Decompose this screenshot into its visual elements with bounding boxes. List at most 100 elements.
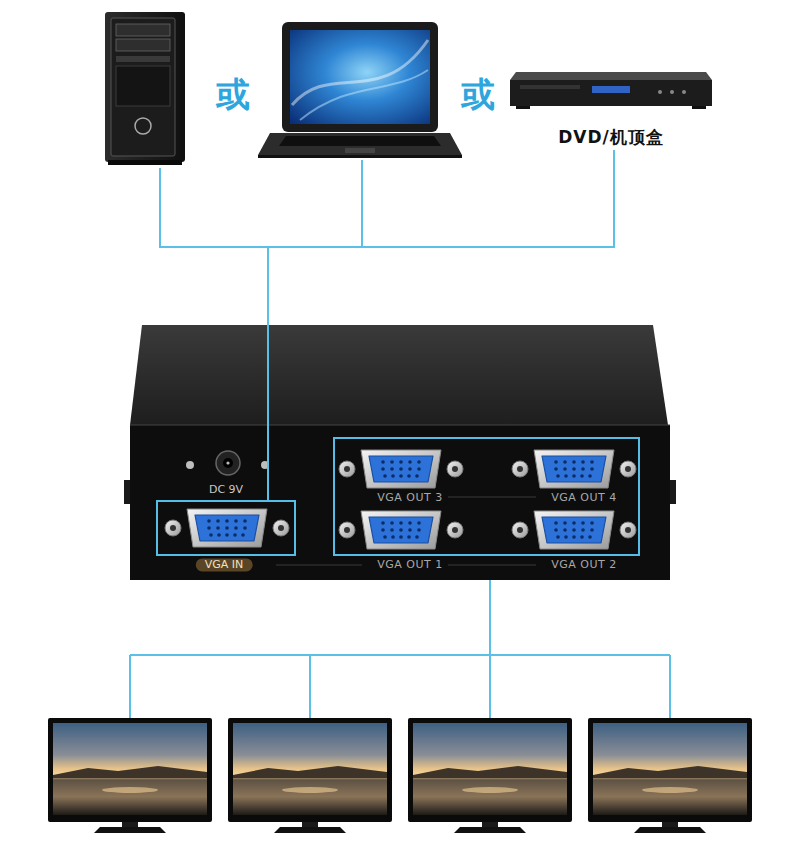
pc-drive [116, 39, 170, 51]
vga-port [512, 511, 636, 549]
port-shell [534, 511, 614, 549]
laptop-base [258, 133, 462, 155]
input-highlight: VGA IN [156, 500, 296, 556]
monitor-frame [408, 718, 572, 822]
device-caption: DVD/机顶盒 [558, 127, 664, 147]
pin-hole [407, 535, 411, 539]
port-shell [534, 450, 614, 488]
pin-hole [225, 526, 229, 530]
housing-front [130, 425, 670, 580]
power-label: DC 9V [209, 483, 243, 496]
pin-hole [563, 460, 567, 464]
vga-port [339, 450, 463, 488]
monitors [48, 718, 752, 833]
screw-hole [517, 527, 523, 533]
pin-hole [399, 528, 403, 532]
laptop-lid [282, 22, 438, 132]
shoreline [593, 766, 747, 778]
port-shell [361, 450, 441, 488]
port-label: VGA OUT 2 [548, 558, 620, 571]
vga-port [512, 450, 636, 488]
sun-reflection [642, 787, 698, 793]
hex-screw [165, 520, 181, 536]
pin-hole [225, 519, 229, 523]
vga-port [339, 511, 463, 549]
pin-hole [556, 474, 560, 478]
panel-rule [448, 565, 536, 566]
monitor-frame [228, 718, 392, 822]
wire [160, 168, 362, 247]
hex-screw [620, 522, 636, 538]
pin-hole [225, 533, 229, 537]
pc-body [105, 12, 185, 162]
pin-hole [572, 467, 576, 471]
hex-screw [447, 522, 463, 538]
pin-hole [216, 519, 220, 523]
port-insert [542, 517, 606, 543]
pin-hole [554, 460, 558, 464]
dvd-button [658, 90, 662, 94]
pin-hole [564, 474, 568, 478]
pin-hole [217, 533, 221, 537]
shoreline [233, 766, 387, 778]
pin-hole [554, 521, 558, 525]
hex-screw [512, 461, 528, 477]
monitor [408, 718, 572, 833]
monitor-frame [588, 718, 752, 822]
pin-hole [408, 521, 412, 525]
pin-hole [572, 460, 576, 464]
pin-hole [581, 521, 585, 525]
housing-edge [130, 425, 670, 426]
dvd-foot [692, 106, 706, 109]
shoreline [53, 766, 207, 778]
pin-hole [391, 535, 395, 539]
sun-reflection [462, 787, 518, 793]
pin-hole [564, 535, 568, 539]
monitor-neck [122, 822, 138, 827]
panel-rule [448, 497, 536, 498]
pin-hole [207, 519, 211, 523]
dvd-top [510, 72, 712, 80]
port-label: VGA OUT 3 [374, 491, 446, 504]
pin-hole [390, 521, 394, 525]
pin-hole [417, 467, 421, 471]
monitor-neck [482, 822, 498, 827]
port-label: VGA IN [196, 558, 253, 571]
wire [361, 160, 363, 247]
pin-hole [581, 528, 585, 532]
screw-hole [625, 527, 631, 533]
pin-hole [390, 528, 394, 532]
port-insert [369, 517, 433, 543]
pin-hole [580, 535, 584, 539]
port-insert [195, 515, 259, 541]
monitor-screen [233, 723, 387, 815]
pin-hole [588, 474, 592, 478]
pin-hole [399, 467, 403, 471]
dvd-button [682, 90, 686, 94]
pin-hole [590, 521, 594, 525]
pin-hole [554, 528, 558, 532]
pin-hole [590, 528, 594, 532]
device-caption-box: DVD/机顶盒 [508, 65, 720, 150]
pin-hole [572, 535, 576, 539]
pin-hole [407, 474, 411, 478]
dvd-tray [520, 85, 580, 89]
port-insert [369, 456, 433, 482]
pin-hole [572, 474, 576, 478]
pin-hole [581, 467, 585, 471]
pin-hole [563, 528, 567, 532]
pc-foot [108, 160, 182, 165]
screw-hole [170, 525, 176, 531]
pin-hole [243, 526, 247, 530]
sun-reflection [282, 787, 338, 793]
monitor-neck [662, 822, 678, 827]
pin-hole [383, 474, 387, 478]
splitter-housing: VGA INVGA OUT 3VGA OUT 4VGA OUT 1VGA OUT… [128, 323, 670, 580]
pin-hole [381, 528, 385, 532]
port-shell [187, 509, 267, 547]
pin-hole [563, 521, 567, 525]
screw-hole [517, 466, 523, 472]
pin-hole [581, 460, 585, 464]
